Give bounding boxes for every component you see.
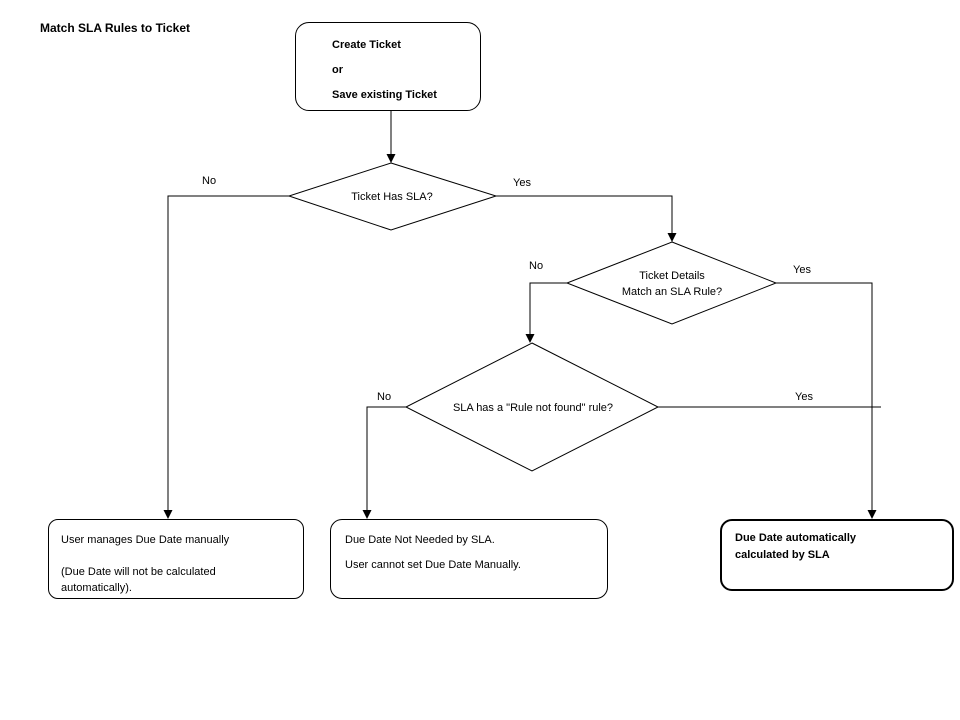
outcome-no-due-date-needed: Due Date Not Needed by SLA. User cannot … bbox=[330, 519, 608, 599]
arrowhead-d3-no bbox=[362, 510, 372, 519]
edge-label-d1-yes: Yes bbox=[513, 177, 531, 189]
edge-d1-yes bbox=[496, 195, 673, 241]
arrowhead-start-to-d1 bbox=[386, 154, 396, 163]
page-title: Match SLA Rules to Ticket bbox=[40, 21, 191, 35]
arrowhead-d1-no bbox=[163, 510, 173, 519]
start-node-line: or bbox=[332, 64, 343, 76]
edge-d1-no bbox=[167, 195, 289, 518]
edge-d3-no bbox=[366, 406, 407, 518]
decision-label-details-match-rule: Ticket Details Match an SLA Rule? bbox=[621, 270, 723, 298]
start-node-line: Save existing Ticket bbox=[332, 89, 437, 101]
decision-label-rule-not-found: SLA has a "Rule not found" rule? bbox=[452, 402, 614, 414]
arrowhead-d2-yes bbox=[867, 510, 877, 519]
edge-d2-yes bbox=[775, 282, 873, 518]
edge-d2-no bbox=[529, 282, 567, 342]
edge-label-d2-no: No bbox=[529, 260, 544, 272]
outcome-auto-calculated: Due Date automatically calculated by SLA bbox=[720, 519, 954, 591]
edge-label-d2-yes: Yes bbox=[793, 264, 811, 276]
outcome-manual-due-date: User manages Due Date manually (Due Date… bbox=[48, 519, 304, 599]
decision-label-ticket-has-sla: Ticket Has SLA? bbox=[351, 191, 433, 203]
decision-details-match-rule bbox=[565, 241, 778, 325]
start-node: Create Ticket or Save existing Ticket bbox=[295, 22, 481, 111]
start-node-line: Create Ticket bbox=[332, 39, 401, 51]
edge-label-d1-no: No bbox=[202, 175, 217, 187]
decision-ticket-has-sla bbox=[287, 162, 498, 231]
decision-rule-not-found bbox=[404, 342, 660, 472]
arrowhead-d1-yes bbox=[667, 233, 677, 242]
arrowhead-d2-no bbox=[525, 334, 535, 343]
edge-label-d3-no: No bbox=[377, 391, 392, 403]
edge-label-d3-yes: Yes bbox=[795, 391, 813, 403]
